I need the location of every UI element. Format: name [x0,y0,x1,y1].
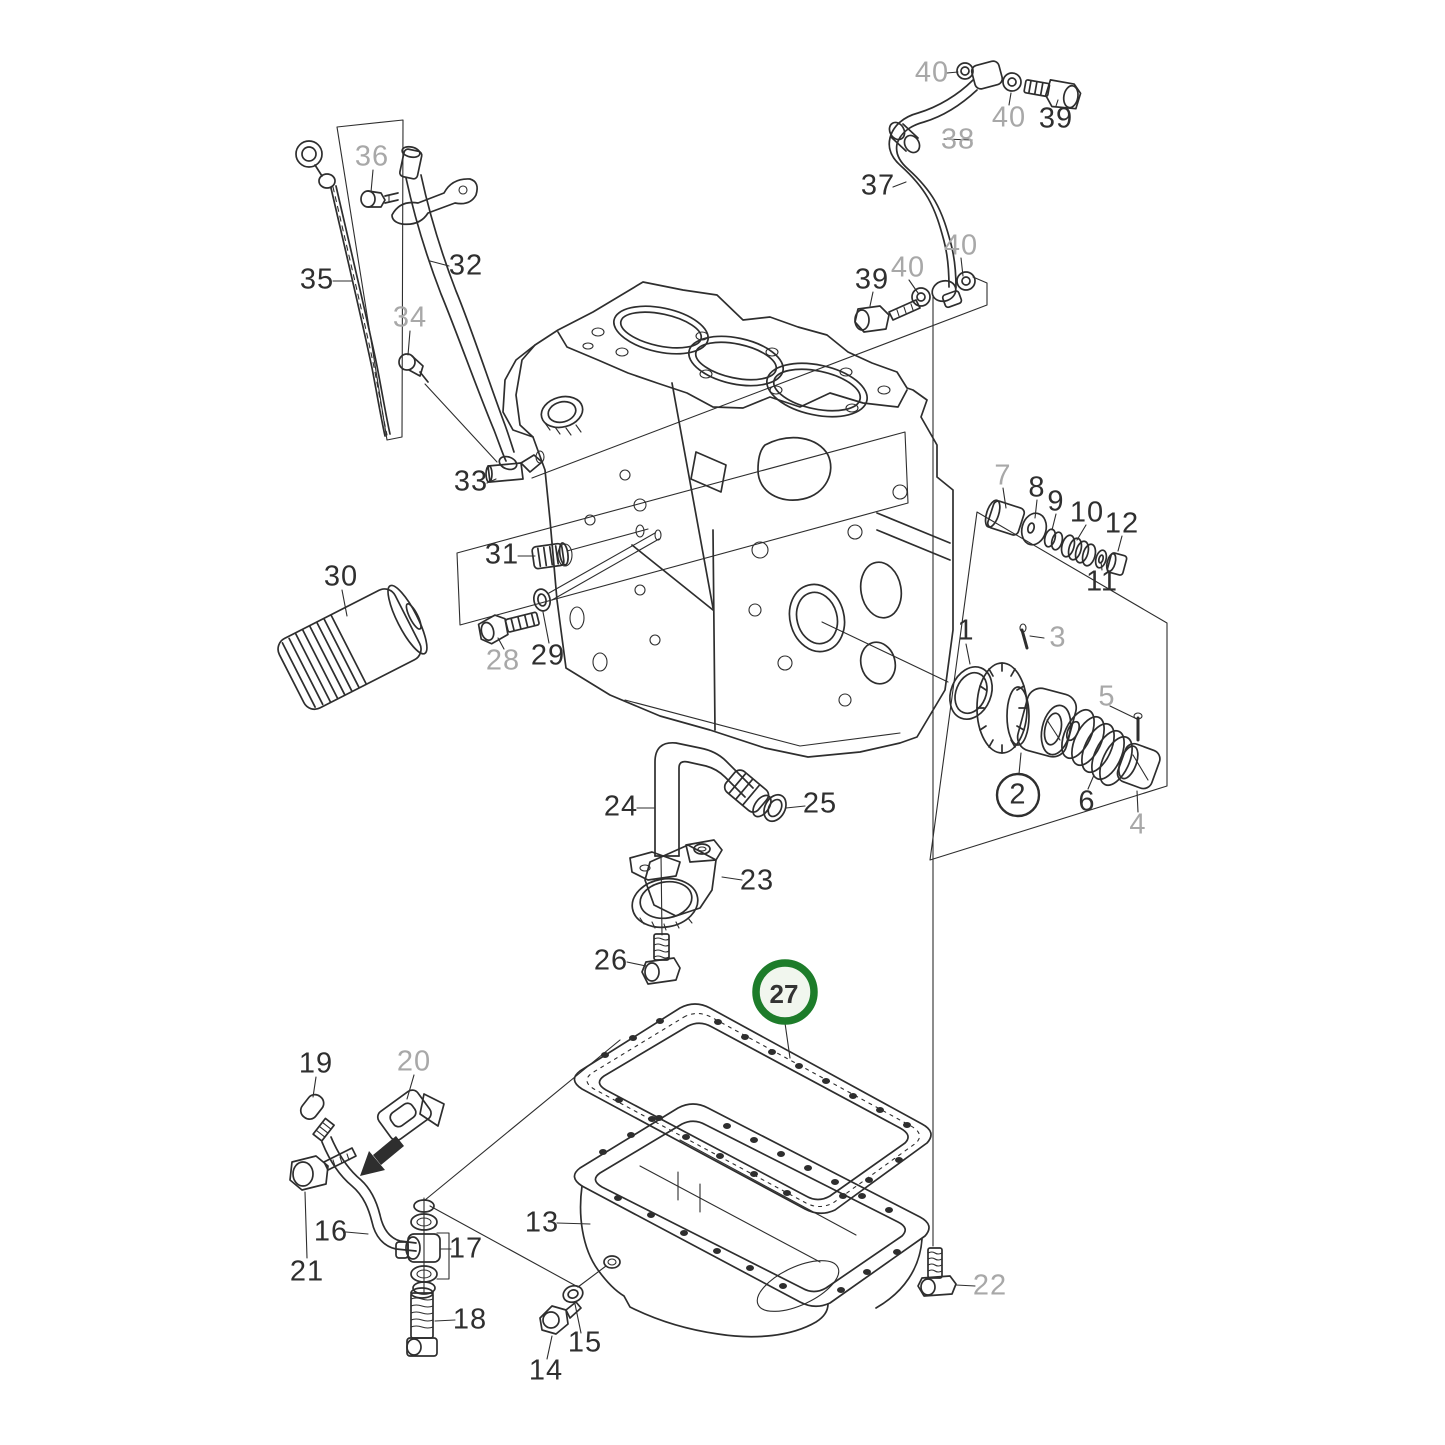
plug-12 [1105,552,1128,576]
oil-pipe-37 [854,60,1082,333]
drain-pipe-16 [321,1136,417,1252]
oil-pan-gasket-27 [573,1003,932,1215]
strainer-bracket-23 [629,839,723,936]
bolt-39-bottom [854,299,921,333]
label-leader-lines [304,71,1139,1360]
washer-11 [1094,549,1108,569]
bolt-22 [917,1247,957,1297]
bolt-34 [398,353,429,383]
direction-arrow [360,1136,404,1176]
bolt-21 [289,1147,357,1191]
relief-valve-parts [984,499,1128,576]
dipstick-tube [391,145,518,471]
washer-15 [562,1284,584,1304]
reference-panels [336,119,1168,861]
joint-17 [395,1197,450,1295]
highlight-circle-part-27[interactable] [752,959,818,1025]
pin-5 [1133,712,1143,742]
pump-gear-2 [976,662,1078,758]
o-ring-25 [763,793,787,823]
bolt-26 [641,933,681,985]
fitting-33 [485,450,545,483]
dipstick [295,140,391,437]
balloon-circle-part-2 [995,772,1041,818]
bolt-36 [360,190,399,208]
engine-block [502,281,954,758]
banjo-fitting-top [956,60,1022,92]
oil-filter [277,584,428,711]
pickup-pipe-24 [654,742,772,857]
banjo-fitting-bottom [911,271,976,309]
clamp-38 [888,121,921,154]
clamp-20 [376,1089,445,1142]
pin-3 [1019,623,1029,650]
cap-4 [1116,742,1161,790]
bolt-28 [477,611,540,645]
o-ring-1 [949,666,993,720]
spring-10 [1060,534,1097,567]
bolt-18 [406,1287,438,1357]
oil-pan-13 [573,1103,930,1338]
cap-19 [299,1093,335,1142]
disc-8 [1020,512,1048,546]
bolt-39-top [1023,79,1082,110]
bushing-7 [984,499,1026,536]
assembly-axis-lines [424,276,988,1288]
oil-pump-group [949,623,1161,790]
washer-29 [532,529,662,612]
drain-plug-14 [539,1301,582,1335]
fitting-31 [531,524,649,570]
